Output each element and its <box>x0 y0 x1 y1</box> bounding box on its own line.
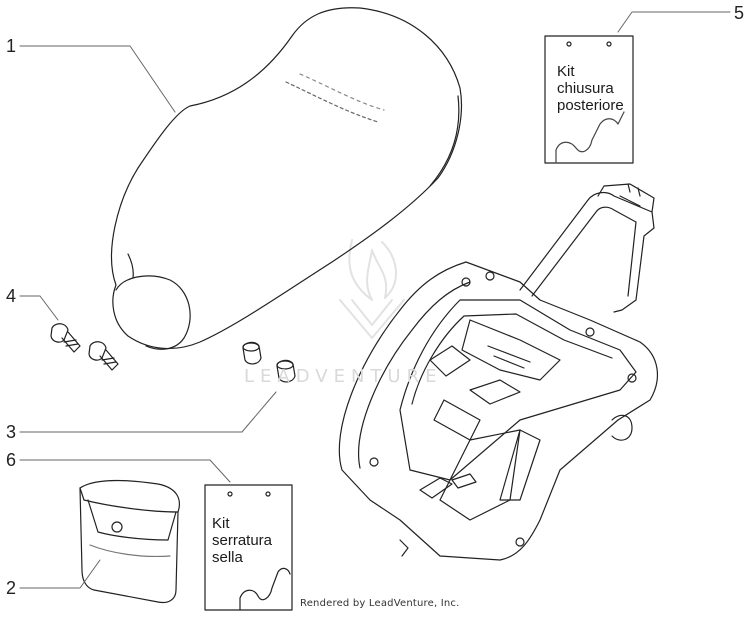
nuts-part <box>242 341 296 383</box>
bolts-part <box>50 323 119 371</box>
kit-saddle-text: Kit serratura sella <box>212 515 272 566</box>
watermark-logo <box>339 239 405 339</box>
leader-lines <box>19 11 731 589</box>
callout-2: 2 <box>6 578 17 598</box>
kit-rear-booklet <box>544 35 634 164</box>
tool-pouch-part <box>79 479 180 604</box>
rear-frame-part <box>338 183 658 561</box>
kit-rear-text: Kit chiusura posteriore <box>557 63 624 114</box>
kit-saddle-booklet <box>204 484 293 611</box>
callout-6: 6 <box>6 450 17 470</box>
watermark-text: LEADVENTURE <box>244 366 443 387</box>
callout-4: 4 <box>6 286 17 306</box>
kit-saddle-line-3: sella <box>212 549 243 566</box>
callout-1: 1 <box>6 36 17 56</box>
rendered-by-credit: Rendered by LeadVenture, Inc. <box>300 598 460 609</box>
callout-3: 3 <box>6 422 17 442</box>
callout-5: 5 <box>734 3 745 23</box>
kit-saddle-line-1: Kit <box>212 515 230 532</box>
kit-rear-line-2: chiusura <box>557 80 614 97</box>
kit-rear-line-1: Kit <box>557 63 575 80</box>
kit-rear-line-3: posteriore <box>557 97 624 114</box>
seat-part <box>110 7 463 350</box>
kit-saddle-line-2: serratura <box>212 532 273 549</box>
